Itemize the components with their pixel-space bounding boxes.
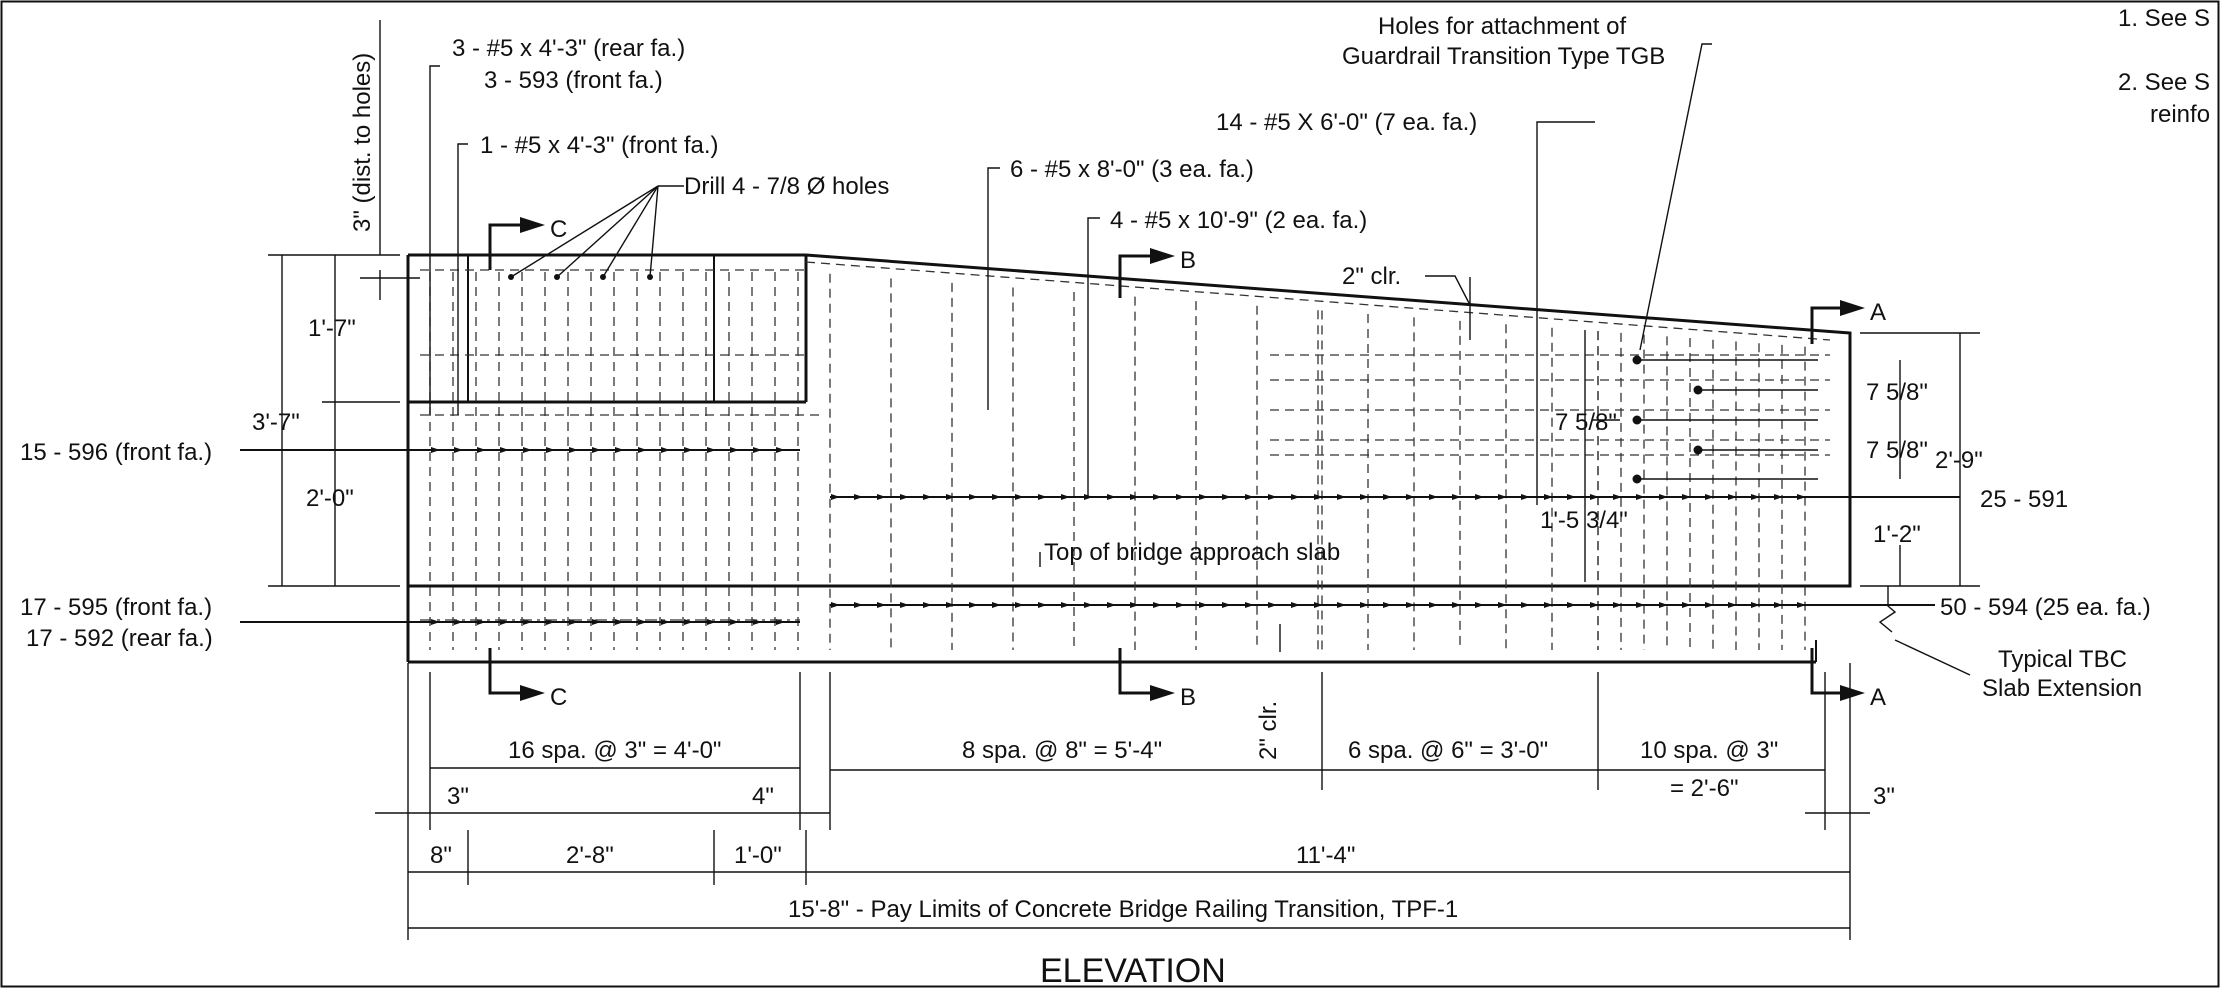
- label-rear-fa-bars: 3 - #5 x 4'-3" (rear fa.): [452, 35, 685, 62]
- dim-16-spa: 16 spa. @ 3" = 4'-0": [508, 737, 721, 764]
- general-notes: 1. See S 2. See S reinfo: [2118, 5, 2210, 128]
- label-tbc-2: Slab Extension: [1982, 675, 2142, 702]
- dim-3-left: 3": [447, 783, 469, 810]
- label-approach-slab: Top of bridge approach slab: [1044, 539, 1340, 566]
- dim-1-5-3-4: 1'-5 3/4": [1540, 507, 1628, 534]
- drawing-title: ELEVATION: [1040, 952, 1226, 988]
- label-front-596: 15 - 596 (front fa.): [20, 439, 212, 466]
- section-a-bottom: A: [1870, 684, 1886, 711]
- section-c-top: C: [550, 216, 567, 243]
- guardrail-holes: [508, 43, 1818, 484]
- dim-1-2: 1'-2": [1873, 521, 1921, 548]
- callout-labels: 3 - #5 x 4'-3" (rear fa.) 3 - 593 (front…: [20, 13, 2151, 988]
- bar-leaders: [240, 449, 1960, 623]
- horizontal-dimensions: [375, 663, 1870, 940]
- section-a-top: A: [1870, 299, 1886, 326]
- dim-3-7: 3'-7": [252, 409, 300, 436]
- dim-10-spa-2: = 2'-6": [1670, 775, 1738, 802]
- dim-7-5-8-lower: 7 5/8": [1866, 437, 1928, 464]
- vertical-dimensions: [268, 20, 1980, 676]
- stirrup-bars: [429, 272, 1806, 650]
- label-2in-clr-vertical: 2" clr.: [1255, 701, 1282, 760]
- dim-1-0: 1'-0": [734, 842, 782, 869]
- label-front-593: 3 - 593 (front fa.): [484, 67, 663, 94]
- note-2-continued: reinfo: [2150, 101, 2210, 128]
- dim-7-5-8-middle: 7 5/8": [1555, 409, 1617, 436]
- dim-1-7: 1'-7": [308, 315, 356, 342]
- label-594: 50 - 594 (25 ea. fa.): [1940, 594, 2151, 621]
- section-markers: [488, 217, 1865, 701]
- dim-pay-limits: 15'-8" - Pay Limits of Concrete Bridge R…: [788, 896, 1458, 923]
- dim-6-spa: 6 spa. @ 6" = 3'-0": [1348, 737, 1548, 764]
- section-b-top: B: [1180, 247, 1196, 274]
- barrier-outline: [406, 253, 1852, 664]
- dim-10-spa-1: 10 spa. @ 3": [1640, 737, 1778, 764]
- dim-11-4: 11'-4": [1296, 842, 1355, 869]
- dim-7-5-8-upper: 7 5/8": [1866, 379, 1928, 406]
- label-dist-to-holes: 3" (dist. to holes): [349, 53, 376, 232]
- dim-8: 8": [430, 842, 452, 869]
- dim-2-0: 2'-0": [306, 485, 354, 512]
- label-guardrail-holes-2: Guardrail Transition Type TGB: [1342, 43, 1665, 70]
- vertical-leaders: [429, 65, 1595, 582]
- dim-2-9: 2'-9": [1935, 447, 1983, 474]
- section-c-bottom: C: [550, 684, 567, 711]
- dim-3-right: 3": [1873, 783, 1895, 810]
- label-591: 25 - 591: [1980, 486, 2068, 513]
- label-front-fa-bar: 1 - #5 x 4'-3" (front fa.): [480, 132, 719, 159]
- label-2in-clr: 2" clr.: [1342, 263, 1401, 290]
- dim-4: 4": [752, 783, 774, 810]
- dim-8-spa: 8 spa. @ 8" = 5'-4": [962, 737, 1162, 764]
- label-guardrail-holes-1: Holes for attachment of: [1378, 13, 1626, 40]
- label-bars-8-0: 6 - #5 x 8'-0" (3 ea. fa.): [1010, 156, 1254, 183]
- label-bars-6-0: 14 - #5 X 6'-0" (7 ea. fa.): [1216, 109, 1477, 136]
- note-1: 1. See S: [2118, 5, 2210, 32]
- section-b-bottom: B: [1180, 684, 1196, 711]
- dim-2-8: 2'-8": [566, 842, 614, 869]
- label-drill-holes: Drill 4 - 7/8 Ø holes: [684, 173, 889, 200]
- note-2: 2. See S: [2118, 69, 2210, 96]
- label-front-595: 17 - 595 (front fa.): [20, 594, 212, 621]
- label-tbc-1: Typical TBC: [1998, 646, 2127, 673]
- label-rear-592: 17 - 592 (rear fa.): [26, 625, 213, 652]
- label-bars-10-9: 4 - #5 x 10'-9" (2 ea. fa.): [1110, 207, 1367, 234]
